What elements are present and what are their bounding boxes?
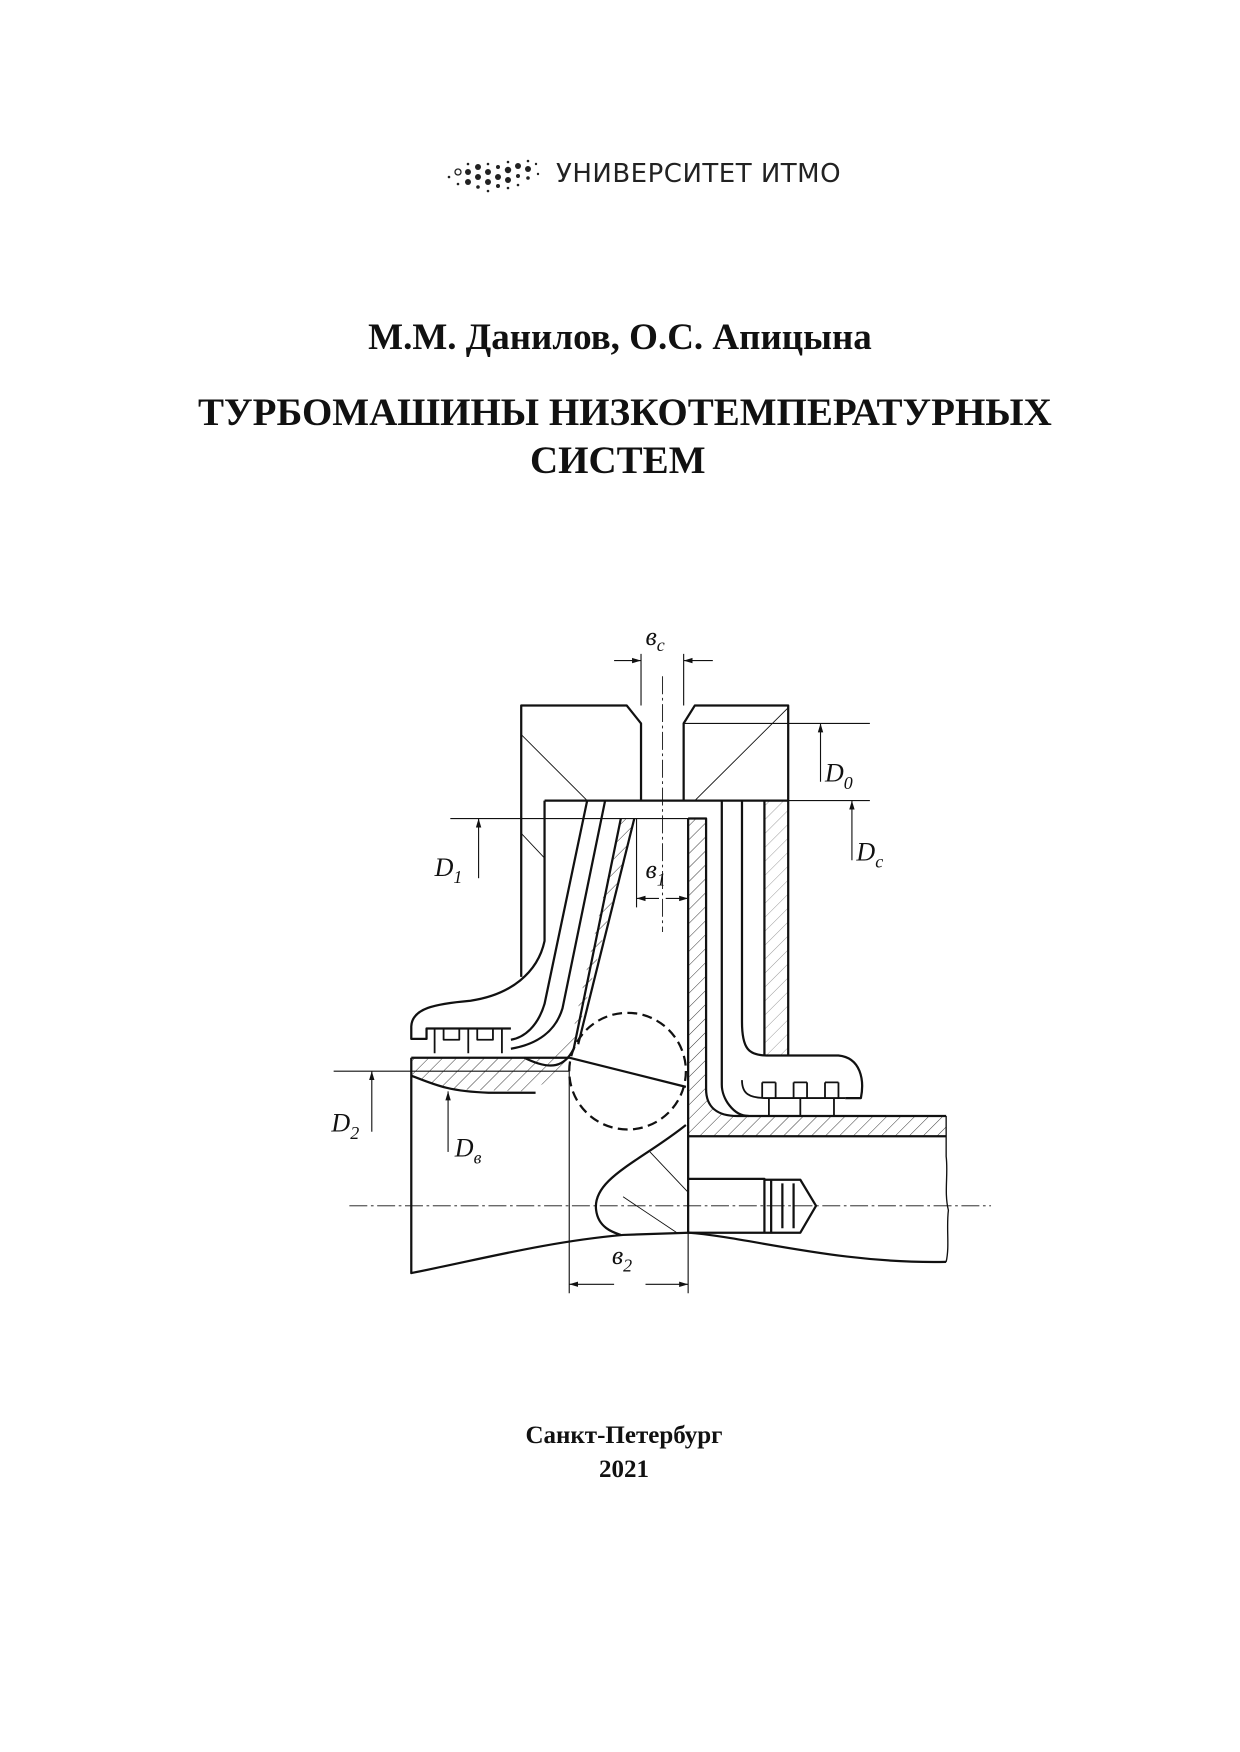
authors: М.М. Данилов, О.С. Апицына	[368, 317, 872, 358]
imprint-city: Санкт-Петербург	[525, 1422, 723, 1449]
label-b2: в2	[612, 1241, 632, 1275]
label-d1: D1	[434, 853, 463, 887]
label-dv: Dв	[454, 1133, 482, 1167]
itmo-logo: УНИВЕРСИТЕТ ИТМО	[446, 155, 841, 193]
title-line-1: ТУРБОМАШИНЫ НИЗКОТЕМПЕРАТУРНЫХ	[198, 391, 1052, 434]
housing	[520, 704, 790, 1056]
label-bc: вc	[646, 622, 665, 655]
hub-hatch	[688, 818, 947, 1137]
title-line-2: СИСТЕМ	[530, 439, 706, 482]
label-d0: D0	[824, 759, 853, 793]
logo-text: УНИВЕРСИТЕТ ИТМО	[556, 159, 842, 189]
turbomachine-section-drawing: вc D0 Dc D1 в1 D2 Dв в2	[330, 622, 992, 1294]
housing-hatch	[764, 800, 789, 1056]
label-b1: в1	[646, 855, 666, 889]
itmo-dots-icon	[447, 159, 540, 193]
label-dc: Dc	[855, 837, 883, 871]
label-d2: D2	[330, 1109, 359, 1143]
imprint-year: 2021	[599, 1456, 649, 1483]
